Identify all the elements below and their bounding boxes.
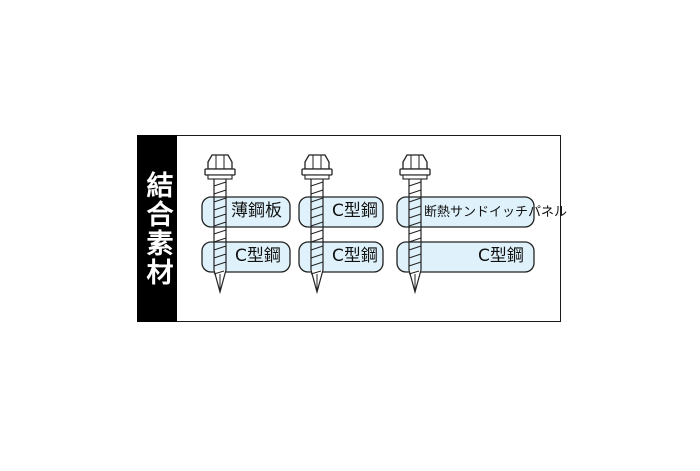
label-bottom-3: C型鋼 <box>478 246 524 266</box>
side-label-text: 結合素材 <box>141 170 173 287</box>
screw-column-2 <box>298 154 384 293</box>
label-bottom-2: C型鋼 <box>332 246 378 266</box>
screw-column-3 <box>396 154 535 293</box>
label-top-2: C型鋼 <box>332 201 378 221</box>
label-top-1: 薄鋼板 <box>231 201 282 221</box>
pill-top-1 <box>201 196 291 228</box>
pill-bottom-1 <box>201 241 291 273</box>
pill-top-2 <box>298 196 384 228</box>
pill-top-3 <box>396 196 535 228</box>
pill-bottom-2 <box>298 241 384 273</box>
label-bottom-1: C型鋼 <box>235 246 281 266</box>
side-label: 結合素材 <box>137 135 177 322</box>
screw-column-1 <box>201 154 291 293</box>
label-top-3: 断熱サンドイッチパネル <box>424 205 568 220</box>
pill-bottom-3 <box>396 241 535 273</box>
